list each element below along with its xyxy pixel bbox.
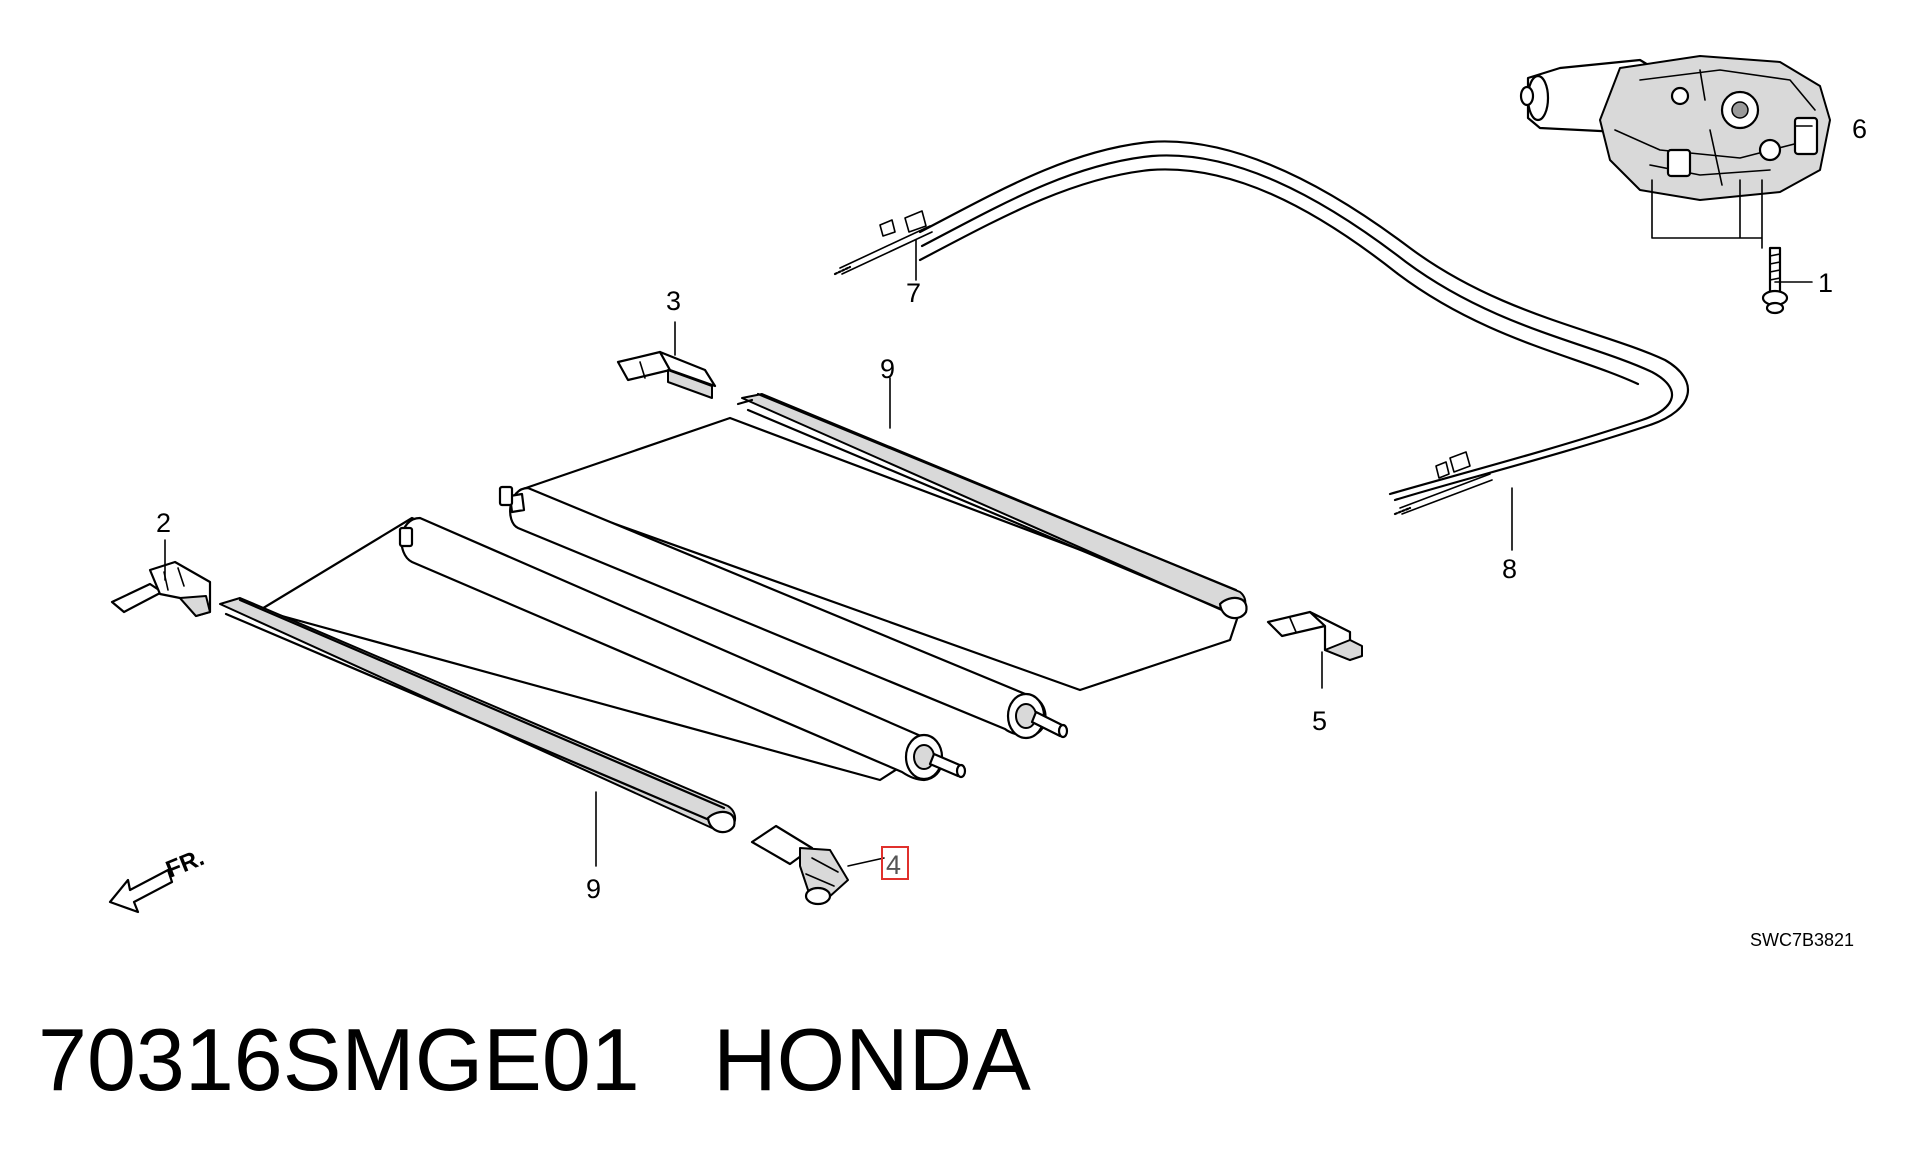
parts-diagram: FR. 1 2 3 4 5 6 7 8 9 9 SWC7B3821 xyxy=(108,55,1867,950)
callout-5[interactable]: 5 xyxy=(1312,706,1327,736)
clip-rear-left[interactable] xyxy=(616,350,717,399)
sunshade-motor[interactable] xyxy=(1519,55,1831,201)
callout-4[interactable]: 4 xyxy=(886,850,901,880)
drive-cable-assembly[interactable] xyxy=(833,140,1690,516)
front-indicator-label: FR. xyxy=(162,844,208,884)
rear-pull-bar[interactable] xyxy=(736,392,1248,620)
callout-6[interactable]: 6 xyxy=(1852,114,1867,144)
callout-8[interactable]: 8 xyxy=(1502,554,1517,584)
callout-4-highlight xyxy=(881,846,909,880)
callout-7[interactable]: 7 xyxy=(906,278,921,308)
callout-3[interactable]: 3 xyxy=(666,286,681,316)
diagram-code: SWC7B3821 xyxy=(1750,930,1854,950)
callout-9-rear[interactable]: 9 xyxy=(880,354,895,384)
front-pull-bar[interactable] xyxy=(219,597,737,834)
front-direction-arrow: FR. xyxy=(108,844,208,914)
leader-lines xyxy=(164,125,1813,867)
front-sunshade-roller[interactable] xyxy=(258,516,967,782)
callout-1[interactable]: 1 xyxy=(1818,268,1833,298)
clip-front-left[interactable] xyxy=(110,560,212,618)
bolt[interactable] xyxy=(1761,246,1789,315)
clip-front-right[interactable] xyxy=(750,824,849,906)
part-number-title: 70316SMGE01 HONDA xyxy=(38,1010,1031,1109)
callout-9-front[interactable]: 9 xyxy=(586,874,601,904)
callout-2[interactable]: 2 xyxy=(156,508,171,538)
clip-rear-right[interactable] xyxy=(1266,610,1363,662)
